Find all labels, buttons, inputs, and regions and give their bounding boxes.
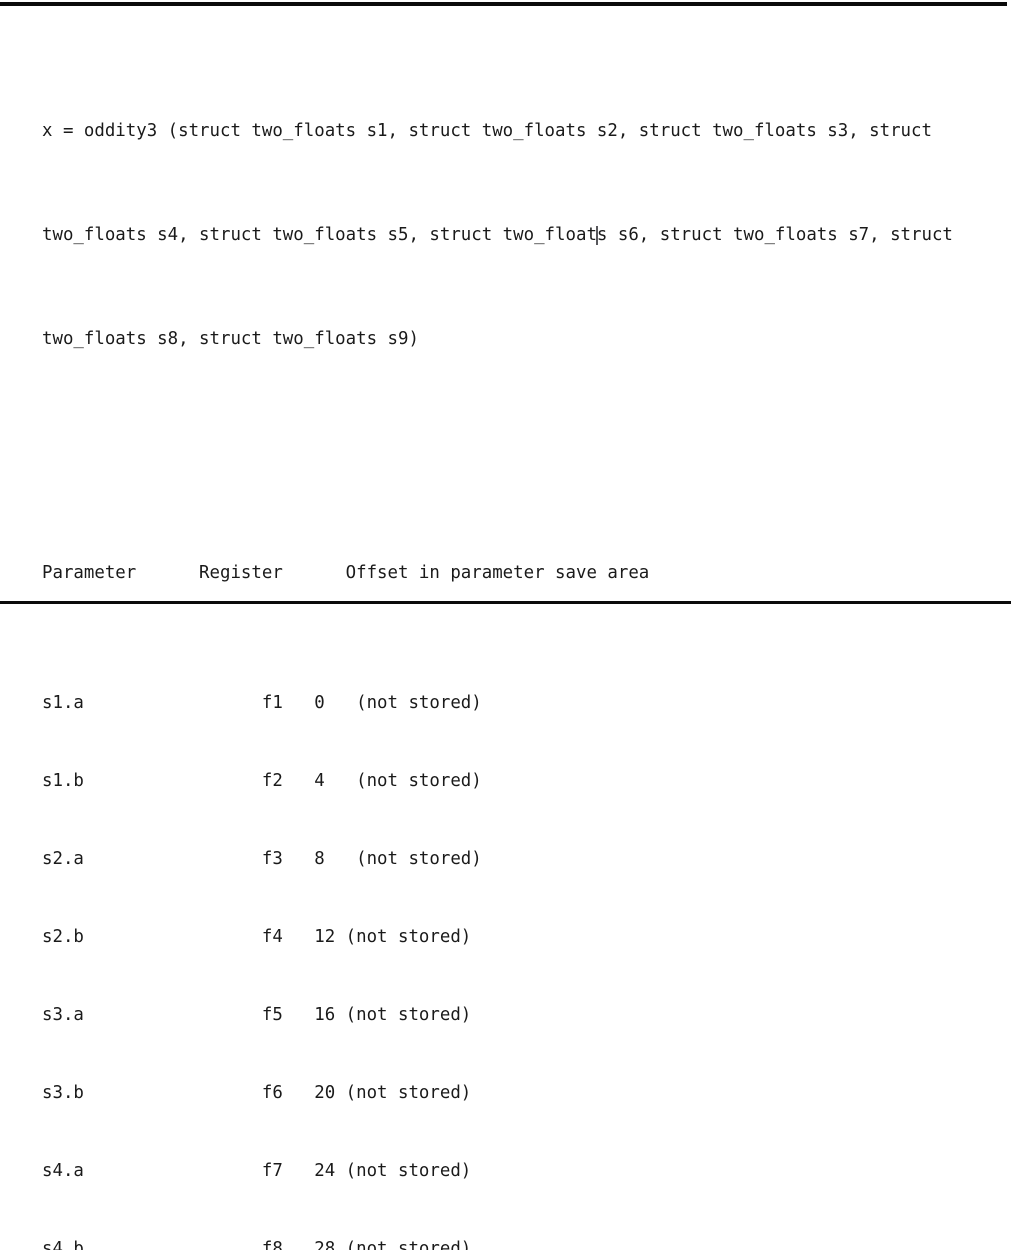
signature-line-1: x = oddity3 (struct two_floats s1, struc… — [42, 121, 932, 141]
table-row: s4.b f8 28 (not stored) — [42, 1239, 472, 1250]
table-row: s2.a f3 8 (not stored) — [42, 849, 482, 869]
table-row: s1.b f2 4 (not stored) — [42, 771, 482, 791]
table-row: s1.a f1 0 (not stored) — [42, 693, 482, 713]
signature-line-2: two_floats s4, struct two_floats s5, str… — [42, 222, 1002, 248]
top-rule — [0, 2, 1007, 6]
signature-line-2-before-caret: two_floats s4, struct two_floats s5, str… — [42, 225, 597, 245]
signature-line-3: two_floats s8, struct two_floats s9) — [42, 329, 419, 349]
table-header-row: Parameter Register Offset in parameter s… — [42, 563, 650, 583]
blank-spacer — [42, 430, 1002, 456]
table-row: s3.b f6 20 (not stored) — [42, 1083, 472, 1103]
signature-line-2-after-caret: s s6, struct two_floats s7, struct — [596, 225, 953, 245]
table-row: s4.a f7 24 (not stored) — [42, 1161, 472, 1181]
listing-body: x = oddity3 (struct two_floats s1, struc… — [42, 14, 1002, 1250]
table-row: s3.a f5 16 (not stored) — [42, 1005, 472, 1025]
bottom-rule — [0, 601, 1011, 604]
table-row: s2.b f4 12 (not stored) — [42, 927, 472, 947]
